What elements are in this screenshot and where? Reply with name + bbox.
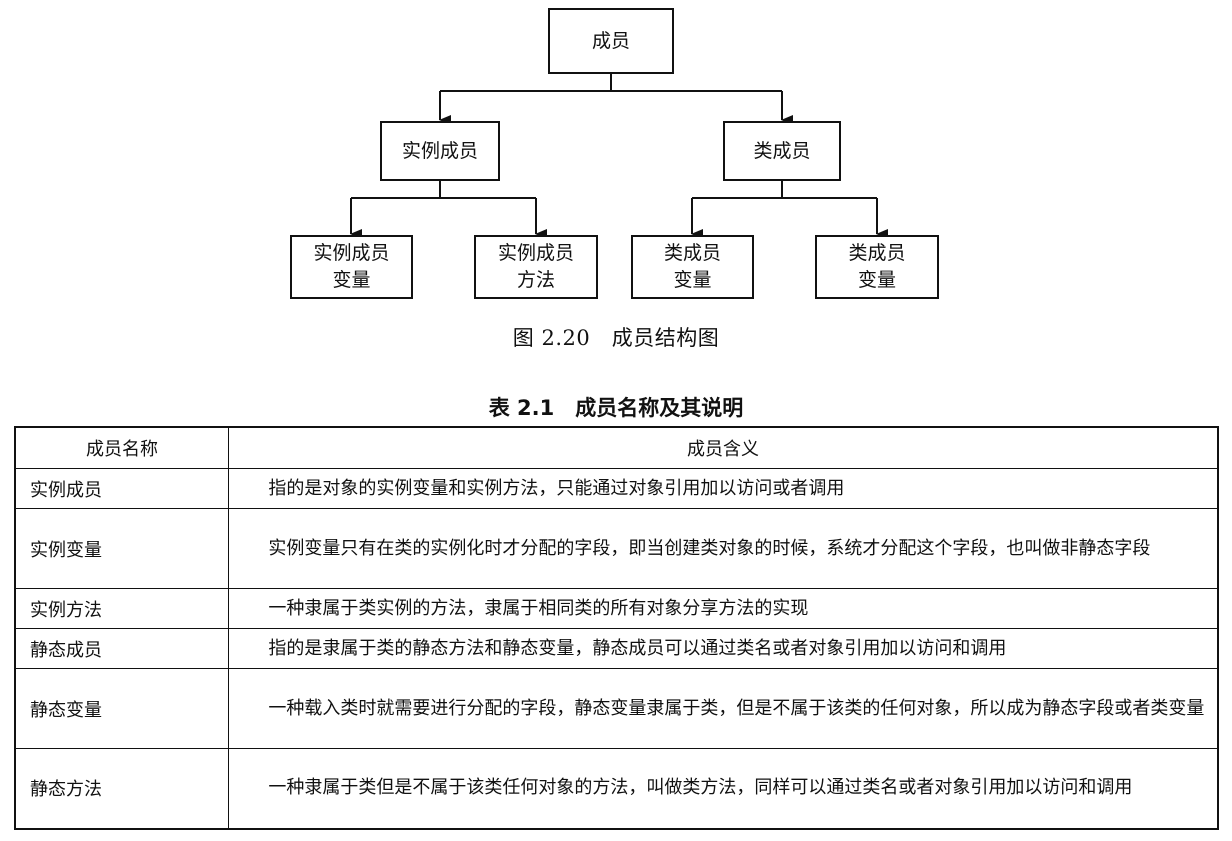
leaf-node-class-variable-1: 类成员 变量 bbox=[631, 235, 754, 299]
leaf-label-line1: 实例成员 bbox=[497, 242, 574, 264]
member-table: 成员名称 成员含义 实例成员 指的是对象的实例变量和实例方法，只能通过对象引用加… bbox=[14, 426, 1219, 830]
table-caption: 表 2.1 成员名称及其说明 bbox=[488, 396, 744, 420]
leaf-label-line1: 类成员 bbox=[663, 242, 721, 264]
leaf-label-line2: 变量 bbox=[332, 269, 371, 291]
member-desc-cell: 一种隶属于类但是不属于该类任何对象的方法，叫做类方法，同样可以通过类名或者对象引… bbox=[228, 748, 1219, 829]
member-desc-cell: 实例变量只有在类的实例化时才分配的字段，即当创建类对象的时候，系统才分配这个字段… bbox=[228, 508, 1219, 589]
member-name-cell: 实例成员 bbox=[14, 468, 229, 509]
member-name-cell: 静态变量 bbox=[14, 668, 229, 749]
leaf-node-class-variable-2: 类成员 变量 bbox=[815, 235, 939, 299]
member-name-cell: 静态成员 bbox=[14, 628, 229, 669]
figure-caption: 图 2.20 成员结构图 bbox=[512, 326, 720, 350]
member-desc-cell: 一种载入类时就需要进行分配的字段，静态变量隶属于类，但是不属于该类的任何对象，所… bbox=[228, 668, 1219, 749]
member-desc-cell: 一种隶属于类实例的方法，隶属于相同类的所有对象分享方法的实现 bbox=[228, 588, 1219, 629]
member-name-cell: 静态方法 bbox=[14, 748, 229, 829]
node-label: 实例成员 bbox=[401, 139, 478, 162]
table-row: 静态变量 一种载入类时就需要进行分配的字段，静态变量隶属于类，但是不属于该类的任… bbox=[14, 668, 1219, 749]
table-row: 实例成员 指的是对象的实例变量和实例方法，只能通过对象引用加以访问或者调用 bbox=[14, 468, 1219, 509]
leaf-label-line2: 变量 bbox=[673, 269, 712, 291]
leaf-node-instance-method: 实例成员 方法 bbox=[474, 235, 598, 299]
header-member-name: 成员名称 bbox=[14, 426, 229, 469]
member-desc-cell: 指的是对象的实例变量和实例方法，只能通过对象引用加以访问或者调用 bbox=[228, 468, 1219, 509]
table-row: 实例方法 一种隶属于类实例的方法，隶属于相同类的所有对象分享方法的实现 bbox=[14, 588, 1219, 629]
root-node: 成员 bbox=[548, 8, 674, 74]
table-row: 静态方法 一种隶属于类但是不属于该类任何对象的方法，叫做类方法，同样可以通过类名… bbox=[14, 748, 1219, 829]
class-member-node: 类成员 bbox=[723, 121, 841, 181]
member-name-cell: 实例变量 bbox=[14, 508, 229, 589]
leaf-node-instance-variable: 实例成员 变量 bbox=[290, 235, 413, 299]
header-member-meaning: 成员含义 bbox=[228, 426, 1219, 469]
tree-connectors bbox=[350, 73, 888, 239]
root-node-label: 成员 bbox=[591, 29, 630, 52]
table-header-row: 成员名称 成员含义 bbox=[14, 426, 1219, 469]
leaf-label-line1: 类成员 bbox=[848, 242, 906, 264]
table-row: 静态成员 指的是隶属于类的静态方法和静态变量，静态成员可以通过类名或者对象引用加… bbox=[14, 628, 1219, 669]
instance-member-node: 实例成员 bbox=[380, 121, 500, 181]
member-desc-cell: 指的是隶属于类的静态方法和静态变量，静态成员可以通过类名或者对象引用加以访问和调… bbox=[228, 628, 1219, 669]
table-row: 实例变量 实例变量只有在类的实例化时才分配的字段，即当创建类对象的时候，系统才分… bbox=[14, 508, 1219, 589]
leaf-label-line1: 实例成员 bbox=[313, 242, 390, 264]
leaf-label-line2: 方法 bbox=[516, 269, 555, 291]
leaf-label-line2: 变量 bbox=[857, 269, 896, 291]
member-name-cell: 实例方法 bbox=[14, 588, 229, 629]
node-label: 类成员 bbox=[753, 139, 811, 162]
